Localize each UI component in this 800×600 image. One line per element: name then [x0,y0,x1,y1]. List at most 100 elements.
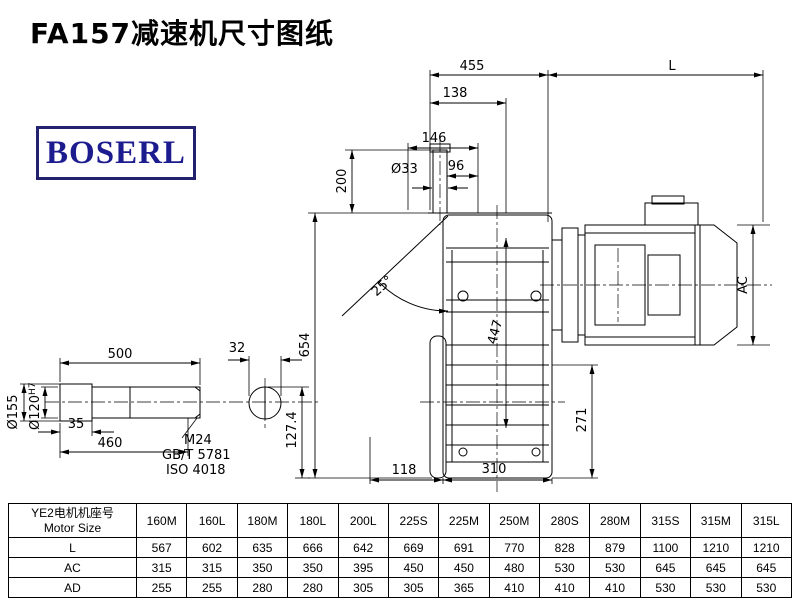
dim-label-146: 146 [422,131,447,146]
dim-value-cell: 480 [488,557,541,578]
dim-label-35: 35 [68,417,85,432]
dim-value-cell: 280 [236,577,289,598]
extension-lines [20,70,770,484]
dim-value-cell: 530 [690,577,742,598]
motor-size-col-header: 160L [186,503,238,538]
dim-value-cell: 645 [639,557,692,578]
row-label: AD [8,577,137,598]
dim-value-cell: 567 [135,537,188,558]
dia120-value: Ø120 [28,395,43,430]
dim-value-cell: 1100 [639,537,692,558]
dim-value-cell: 350 [287,557,339,578]
dim-value-cell: 669 [387,537,440,558]
dimension-lines [21,72,763,483]
dim-value-cell: 602 [186,537,238,558]
dim-value-cell: 365 [438,577,490,598]
motor-size-col-header: 315S [639,503,692,538]
motor-side-view [551,195,738,346]
motor-size-col-header: 225M [438,503,490,538]
row-label: L [8,537,137,558]
dim-label-310: 310 [482,462,507,477]
dimension-labels: 455 L 138 146 96 Ø33 200 654 25° 447 271… [6,59,751,478]
dim-value-cell: 879 [589,537,641,558]
dim-value-cell: 530 [639,577,692,598]
dim-label-127-4: 127.4 [285,411,300,448]
dim-value-cell: 395 [337,557,389,578]
dim-label-500: 500 [108,347,133,362]
motor-size-col-header: 250M [488,503,541,538]
dim-value-cell: 530 [538,557,591,578]
dim-value-cell: 305 [337,577,389,598]
dim-label-L: L [668,59,676,74]
dim-value-cell: 635 [236,537,289,558]
motor-size-col-header: 280S [538,503,591,538]
motor-size-header-en: Motor Size [43,520,102,535]
dim-value-cell: 642 [337,537,389,558]
dim-label-32: 32 [229,341,246,356]
dim-label-96: 96 [448,159,465,174]
keyway-section-view [248,386,282,420]
thread-label-m24: M24 [184,433,212,448]
dim-value-cell: 666 [287,537,339,558]
dim-label-460: 460 [98,436,123,451]
motor-size-col-header: 200L [337,503,389,538]
dim-value-cell: 315 [186,557,238,578]
output-flange [429,335,447,479]
boserl-logo: BOSERL [36,126,196,180]
motor-size-col-header: 160M [135,503,188,538]
bolt-hole [457,290,469,302]
dimension-drawing: 455 L 138 146 96 Ø33 200 654 25° 447 271… [6,59,772,492]
motor-size-col-header: 180L [287,503,339,538]
motor-size-col-header: 225S [387,503,440,538]
dim-value-cell: 450 [438,557,490,578]
dim-label-dia155: Ø155 [6,394,21,429]
dim-label-200: 200 [335,169,350,194]
motor-size-col-header: 315M [690,503,742,538]
motor-size-col-header: 315L [740,503,792,538]
bolt-hole [458,447,468,457]
shaft-detail-view [59,383,201,422]
dim-value-cell: 691 [438,537,490,558]
dia120-tolerance: H7 [28,382,38,395]
bolt-hole [530,290,542,302]
dim-value-cell: 305 [387,577,440,598]
dim-label-138: 138 [443,86,468,101]
dim-value-cell: 530 [589,557,641,578]
terminal-box [644,202,699,226]
dim-value-cell: 770 [488,537,541,558]
dim-value-cell: 530 [740,577,792,598]
dim-label-455: 455 [460,59,485,74]
boserl-logo-text: BOSERL [46,134,186,171]
bolt-hole [531,447,541,457]
m24-leader-line [181,417,198,439]
dim-value-cell: 255 [135,577,188,598]
motor-size-header: YE2电机机座号 Motor Size [8,503,137,538]
motor-size-header-cn: YE2电机机座号 [31,505,114,520]
dim-value-cell: 410 [538,577,591,598]
dim-label-118: 118 [392,463,417,478]
dim-value-cell: 410 [488,577,541,598]
centerlines [45,138,772,492]
dim-label-271: 271 [575,408,590,433]
dim-label-447: 447 [485,318,506,346]
motor-size-col-header: 180M [236,503,289,538]
dim-label-654: 654 [298,333,313,358]
dim-value-cell: 645 [740,557,792,578]
dim-label-AC: AC [736,276,751,294]
standard-label-iso: ISO 4018 [166,463,226,478]
dim-value-cell: 828 [538,537,591,558]
dim-value-cell: 255 [186,577,238,598]
motor-size-col-header: 280M [589,503,641,538]
dim-label-dia120H7: Ø120H7 [28,382,43,430]
dim-value-cell: 410 [589,577,641,598]
fan-cowl [694,224,738,346]
dim-value-cell: 350 [236,557,289,578]
dim-value-cell: 280 [287,577,339,598]
row-label: AC [8,557,137,578]
